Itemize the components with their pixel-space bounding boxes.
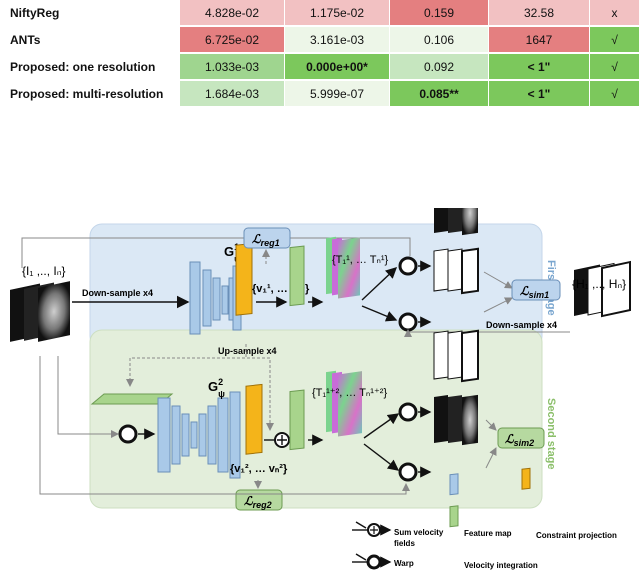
table-cell: 0.000e+00* — [284, 53, 390, 81]
architecture-diagram: First stage Second stage {I₁ ,.., Iₙ} {H… — [10, 208, 631, 570]
table-cell: 0.106 — [389, 26, 489, 54]
warped-images-1 — [434, 208, 478, 236]
svg-text:Warp: Warp — [394, 559, 414, 568]
table-cell: 3.161e-03 — [284, 26, 390, 54]
method-name: Proposed: one resolution — [0, 53, 180, 81]
upsample-label: Up-sample x4 — [218, 346, 277, 356]
v2-label: {v₁², … vₙ²} — [230, 463, 288, 475]
svg-text:Constraint projection: Constraint projection — [536, 531, 617, 540]
table-cell: 6.725e-02 — [179, 26, 285, 54]
constraint-projection-1 — [235, 242, 253, 316]
table-cell: 0.085** — [389, 80, 489, 108]
table-cell: < 1" — [488, 80, 590, 108]
sim1-loss-box — [511, 279, 561, 301]
warped-labels-1 — [433, 247, 479, 295]
downsample-right-label: Down-sample x4 — [486, 320, 557, 330]
warp-node-1b — [398, 312, 418, 332]
transform-stack-2 — [326, 370, 362, 437]
table-cell: √ — [589, 80, 640, 108]
network-g2 — [157, 391, 241, 479]
upsampled-velocity-plane — [90, 393, 174, 405]
method-name: NiftyReg — [0, 0, 180, 27]
warp-node-1a — [398, 256, 418, 276]
table-cell: 0.092 — [389, 53, 489, 81]
velocity-integration-1 — [289, 245, 305, 307]
table-cell: < 1" — [488, 53, 590, 81]
label-image-stack — [574, 260, 631, 318]
svg-text:Feature map: Feature map — [464, 529, 512, 538]
table-cell: 1647 — [488, 26, 590, 54]
reg2-loss-label: ℒreg2 — [244, 494, 272, 510]
label-set-label: {H₁ ,.., Hₙ} — [572, 277, 626, 291]
warp-node-2b — [398, 462, 418, 482]
table-cell: 1.684e-03 — [179, 80, 285, 108]
table-cell: 4.828e-02 — [179, 0, 285, 27]
warped-images-2 — [434, 394, 478, 446]
input-set-label: {I₁ ,.., Iₙ} — [22, 264, 66, 278]
warped-labels-2 — [433, 329, 479, 383]
downsample-left-label: Down-sample x4 — [82, 288, 153, 298]
reg1-loss-box — [243, 227, 291, 249]
method-name: ANTs — [0, 26, 180, 54]
reg1-loss-label: ℒreg1 — [252, 232, 280, 248]
second-stage-region — [89, 329, 543, 509]
sim2-loss-label: ℒsim2 — [505, 432, 534, 448]
input-image-stack — [10, 281, 70, 342]
sim2-loss-box — [497, 427, 545, 449]
warp-node-2a — [398, 402, 418, 422]
warp-node-2-input — [118, 424, 138, 444]
table-cell: 32.58 — [488, 0, 590, 27]
method-name: Proposed: multi-resolution — [0, 80, 180, 108]
t2-label: {T₁¹⁺², … Tₙ¹⁺²} — [312, 387, 387, 399]
table-cell: √ — [589, 53, 640, 81]
sim1-loss-label: ℒsim1 — [520, 284, 549, 300]
transform-stack-1 — [326, 236, 360, 299]
reg2-loss-box — [235, 489, 283, 511]
table-cell: x — [589, 0, 640, 27]
svg-text:Sum velocity: Sum velocity — [394, 528, 444, 537]
velocity-integration-2 — [289, 389, 305, 451]
legend: Sum velocity fields Feature map Constrai… — [352, 467, 617, 570]
t1-label: {T₁¹, … Tₙ¹} — [332, 254, 389, 266]
table-cell: 1.175e-02 — [284, 0, 390, 27]
svg-text:fields: fields — [394, 539, 415, 548]
second-stage-label: Second stage — [545, 398, 557, 470]
table-cell: 5.999e-07 — [284, 80, 390, 108]
table-cell: 0.159 — [389, 0, 489, 27]
constraint-projection-2 — [245, 383, 263, 455]
table-cell: √ — [589, 26, 640, 54]
table-cell: 1.033e-03 — [179, 53, 285, 81]
svg-text:Velocity integration: Velocity integration — [464, 561, 538, 570]
